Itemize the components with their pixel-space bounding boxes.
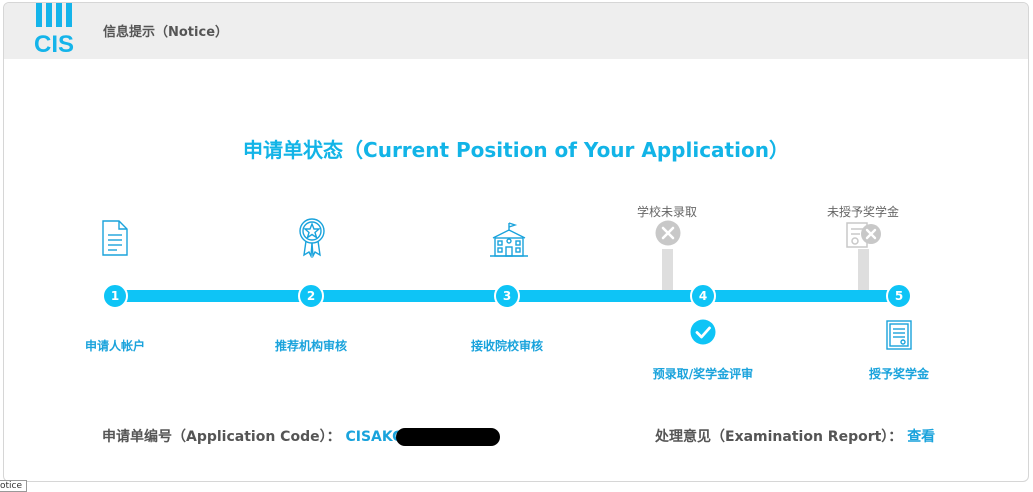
school-building-icon	[489, 222, 529, 258]
check-circle-icon	[690, 319, 716, 345]
bottom-notice-tab[interactable]: otice	[0, 480, 28, 492]
certificate-icon	[885, 319, 913, 351]
dialog-header: CIS 信息提示（Notice）	[4, 3, 1028, 59]
step-2-node: 2	[298, 283, 324, 309]
step-4-flag-label: 学校未录取	[636, 205, 697, 219]
examination-report-row: 处理意见（Examination Report）： 查看	[655, 426, 935, 446]
application-code-row: 申请单编号（Application Code）： CISAKC	[102, 426, 501, 446]
cis-logo: CIS	[30, 3, 82, 58]
step-5-label: 授予奖学金	[868, 367, 929, 381]
application-code-value: CISAKC	[345, 429, 403, 445]
application-code-label: 申请单编号（Application Code）：	[102, 429, 341, 445]
notice-dialog: CIS 信息提示（Notice） 申请单状态（Current Position …	[3, 2, 1029, 482]
step-3-node: 3	[494, 283, 520, 309]
step-5-flag-label: 未授予奖学金	[826, 205, 899, 219]
step-1-label: 申请人帐户	[84, 339, 145, 353]
status-title: 申请单状态（Current Position of Your Applicati…	[243, 138, 789, 162]
step-1-node: 1	[102, 283, 128, 309]
certificate-x-icon	[846, 221, 884, 249]
dialog-title: 信息提示（Notice）	[103, 25, 229, 40]
step-3-label: 接收院校审核	[470, 339, 543, 353]
step-4-label: 预录取/奖学金评审	[652, 367, 754, 381]
x-circle-icon	[655, 220, 681, 246]
step-4-node: 4	[690, 283, 716, 309]
examination-report-label: 处理意见（Examination Report）：	[655, 429, 903, 445]
logo-text: CIS	[34, 31, 74, 55]
redaction-mark	[396, 428, 501, 446]
award-badge-icon	[297, 216, 327, 258]
step-5-flag-stub	[858, 249, 869, 291]
step-4-flag-stub	[662, 249, 673, 291]
document-icon	[101, 219, 129, 257]
view-report-link[interactable]: 查看	[907, 429, 936, 445]
step-2-label: 推荐机构审核	[274, 339, 347, 353]
step-5-node: 5	[886, 283, 912, 309]
